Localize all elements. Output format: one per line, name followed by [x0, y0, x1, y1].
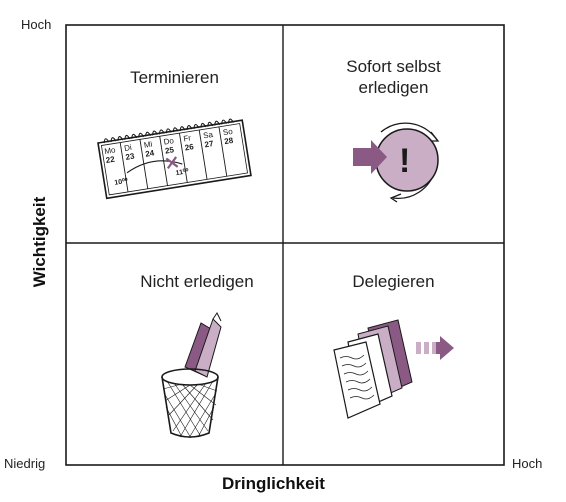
calendar-day-sa: Sa [202, 130, 214, 141]
calendar-day-di: Di [123, 143, 132, 153]
calendar-note-11: 11⁰⁰ [175, 167, 189, 177]
calendar-day-so: So [222, 127, 234, 138]
calendar-day-mi: Mi [143, 140, 153, 150]
quadrant-title-sofort-line1: Sofort selbst [346, 57, 441, 76]
calendar-date-25: 25 [164, 145, 175, 155]
calendar-spiral [103, 118, 234, 144]
calendar-day-mo: Mo [104, 145, 117, 156]
waste-basket-icon [161, 312, 222, 439]
basket-body [161, 376, 219, 438]
x-axis-title: Dringlichkeit [222, 474, 325, 493]
calendar-day-fr: Fr [183, 133, 192, 143]
quadrant-title-nicht-erledigen: Nicht erledigen [140, 272, 254, 291]
quadrant-title-sofort-line2: erledigen [358, 78, 429, 97]
calendar-icon: Mo 22 Di 23 Mi 24 Do 25 Fr 26 Sa 27 So 2… [97, 118, 252, 200]
calendar-cross-mark [165, 156, 179, 170]
calendar-date-27: 27 [204, 139, 215, 149]
quadrant-title-terminieren: Terminieren [130, 68, 219, 87]
quadrant-title-delegieren: Delegieren [352, 272, 435, 291]
calendar-day-do: Do [163, 136, 175, 147]
discarded-papers [184, 312, 222, 378]
incoming-arrow [353, 140, 387, 174]
calendar-date-26: 26 [184, 142, 195, 152]
matrix-border [65, 24, 505, 466]
delegate-arrow [416, 336, 454, 360]
paper-stack-frontmost [333, 341, 381, 419]
x-axis-high-label: Hoch [512, 456, 543, 471]
calendar-date-28: 28 [224, 136, 235, 146]
urgent-clock-icon: ! [353, 122, 440, 203]
basket-rim [161, 368, 219, 386]
y-axis-low-label: Niedrig [4, 456, 46, 471]
y-axis-high-label: Hoch [21, 17, 52, 32]
calendar-note-10: 10⁰⁰ [114, 177, 129, 187]
calendar-date-24: 24 [145, 148, 156, 158]
quadrant-title-sofort: Sofort selbst erledigen [283, 56, 504, 98]
exclamation-mark: ! [399, 142, 410, 180]
calendar-scribble [126, 160, 183, 174]
delegate-papers-icon [333, 319, 454, 419]
calendar-date-23: 23 [125, 151, 136, 161]
calendar-date-22: 22 [105, 155, 116, 165]
